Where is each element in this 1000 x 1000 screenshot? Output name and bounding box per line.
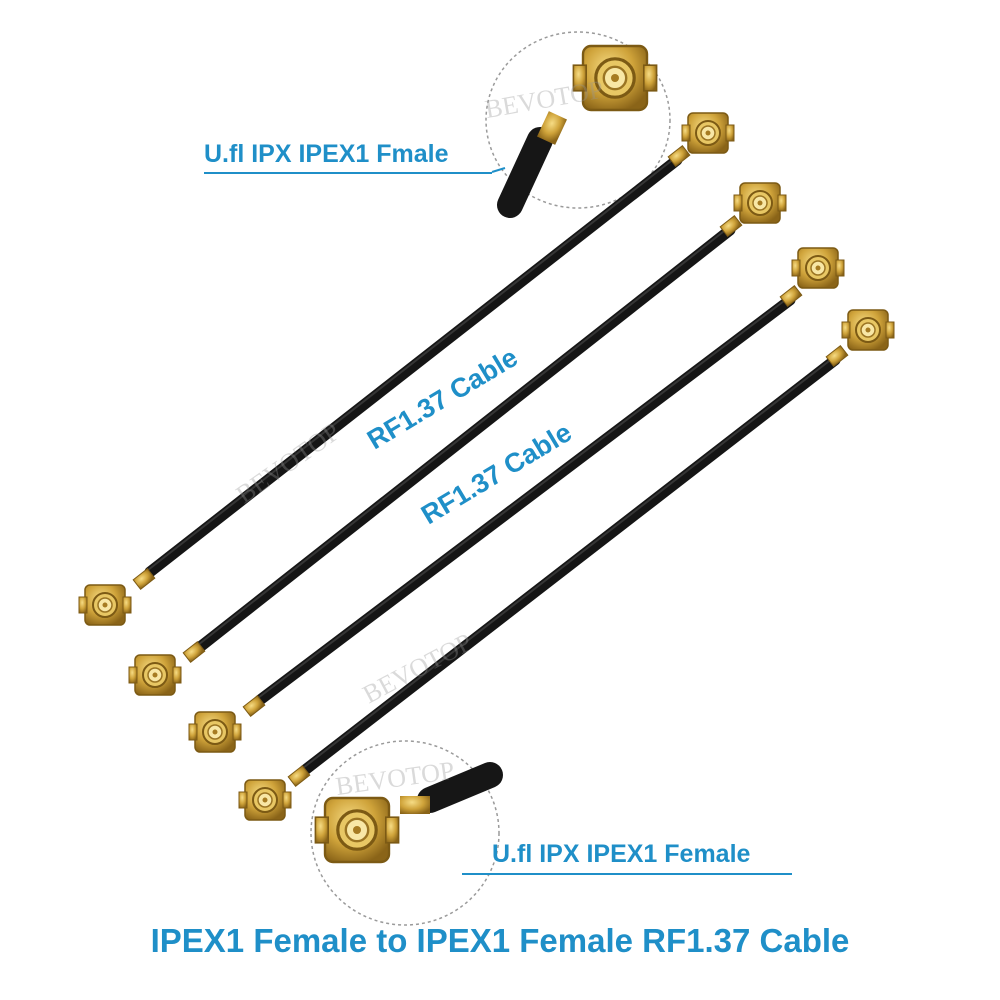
crimp-sleeves <box>132 145 849 787</box>
connector-upper-4 <box>841 309 895 351</box>
connector-lower-2 <box>128 654 182 696</box>
product-caption: IPEX1 Female to IPEX1 Female RF1.37 Cabl… <box>150 922 850 959</box>
connector-upper-1 <box>681 112 735 154</box>
connector-upper-3 <box>791 247 845 289</box>
connector-lower-3 <box>188 711 242 753</box>
cable-2 <box>194 224 736 653</box>
cable-1 <box>144 154 683 578</box>
top-connector-label: U.fl IPX IPEX1 Fmale <box>204 140 449 168</box>
top-connector-underline <box>204 172 492 174</box>
cable-3 <box>254 294 796 706</box>
cable-4 <box>299 354 841 776</box>
callout-connector-top <box>497 44 659 218</box>
bottom-connector-underline <box>462 873 792 875</box>
leader-line-top <box>491 167 506 173</box>
connector-lower-4 <box>238 779 292 821</box>
connector-upper-2 <box>733 182 787 224</box>
callout-connector-bottom <box>313 762 503 864</box>
connector-lower-1 <box>78 584 132 626</box>
bottom-connector-label: U.fl IPX IPEX1 Female <box>492 840 751 868</box>
